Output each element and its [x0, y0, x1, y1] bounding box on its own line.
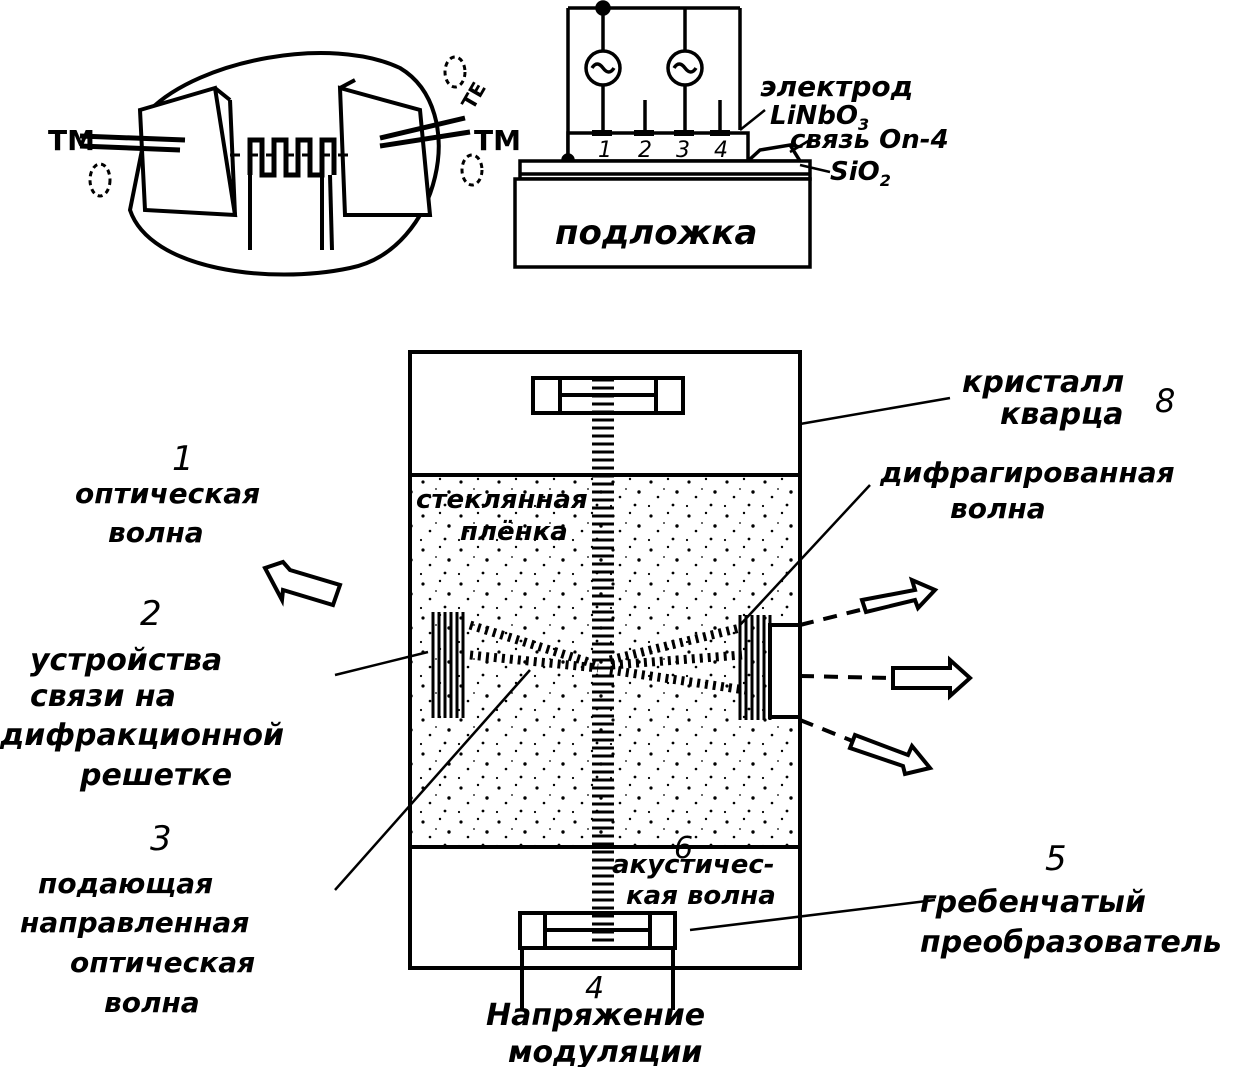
diffracted-label-2: волна: [950, 492, 1046, 525]
coupling-label: связь On-4: [790, 125, 949, 155]
n1-label: 1: [172, 439, 194, 479]
linbo-text: LiNbO: [770, 101, 858, 131]
grating-label-2: связи на: [30, 679, 176, 714]
light-beams: [468, 620, 746, 695]
n6-label: 6: [674, 831, 693, 866]
diffracted-label-1: дифрагированная: [879, 456, 1175, 489]
acoustic-wave-column: [592, 378, 614, 942]
optical-wave-label-1: оптическая: [75, 477, 260, 510]
left-prism: [137, 85, 238, 218]
tm-left-label: ТМ: [48, 124, 95, 157]
right-prism: [337, 85, 433, 217]
optical-wave-label-2: волна: [108, 516, 204, 549]
substrate-block: [513, 177, 812, 269]
electrode-number-4: 4: [714, 138, 728, 163]
incident-label-1: подающая: [38, 867, 213, 900]
grating-label-3: дифракционной: [0, 718, 284, 753]
glass-film-label-2: плёнка: [460, 517, 568, 547]
crystal-label-2: кварца: [1000, 397, 1124, 432]
output-grating: [738, 615, 772, 720]
electrode-label: электрод: [760, 70, 913, 103]
electrode-number-2: 2: [638, 138, 652, 163]
reflected-arrow: [262, 559, 343, 608]
prism-coupler-device: [79, 51, 484, 277]
output-coupler-box: [768, 623, 802, 719]
transducer-label-2: преобразователь: [920, 925, 1222, 960]
tm-right-label: ТМ: [474, 124, 521, 157]
voltage-label-2: модуляции: [508, 1035, 702, 1067]
n3-label: 3: [150, 819, 172, 859]
grating-label-1: устройства: [30, 643, 222, 678]
leader-lines: [334, 396, 951, 932]
grating-label-4: решетке: [79, 758, 232, 793]
diffracted-arrow-upper: [859, 576, 939, 615]
cross-section: [513, 0, 831, 269]
transducer-label-1: гребенчатый: [920, 885, 1146, 920]
output-arrows: [262, 559, 973, 777]
substrate-label: подложка: [555, 213, 757, 253]
voltage-label-1: Напряжение: [486, 998, 705, 1033]
electrode-number-1: 1: [598, 138, 612, 163]
sio-subscript: 2: [880, 171, 891, 190]
sio2-label: SiO2: [830, 157, 891, 190]
n5-label: 5: [1045, 839, 1067, 879]
acoustic-label-1: акустичес-: [612, 850, 775, 880]
sio2-layer: [518, 159, 812, 181]
glass-film-label-1: стеклянная: [416, 485, 588, 515]
incident-label-2: направленная: [20, 906, 249, 939]
electrode-number-3: 3: [676, 138, 690, 163]
device-outline: [127, 51, 441, 277]
transmitted-arrow: [891, 655, 973, 701]
n8-label: 8: [1155, 382, 1175, 420]
n4-label: 4: [585, 971, 604, 1006]
linbo-subscript: 3: [858, 115, 869, 134]
incident-label-3: оптическая: [70, 946, 255, 979]
input-grating: [431, 612, 465, 718]
sio-text: SiO: [830, 157, 880, 187]
interdigital-electrode: [247, 137, 337, 178]
n2-label: 2: [140, 594, 162, 634]
linbo-label: LiNbO3: [770, 101, 869, 134]
diffracted-arrow-lower: [847, 732, 934, 777]
incident-label-4: волна: [104, 986, 200, 1019]
acoustic-label-2: кая волна: [626, 881, 776, 911]
crystal-label-1: кристалл: [962, 365, 1124, 400]
